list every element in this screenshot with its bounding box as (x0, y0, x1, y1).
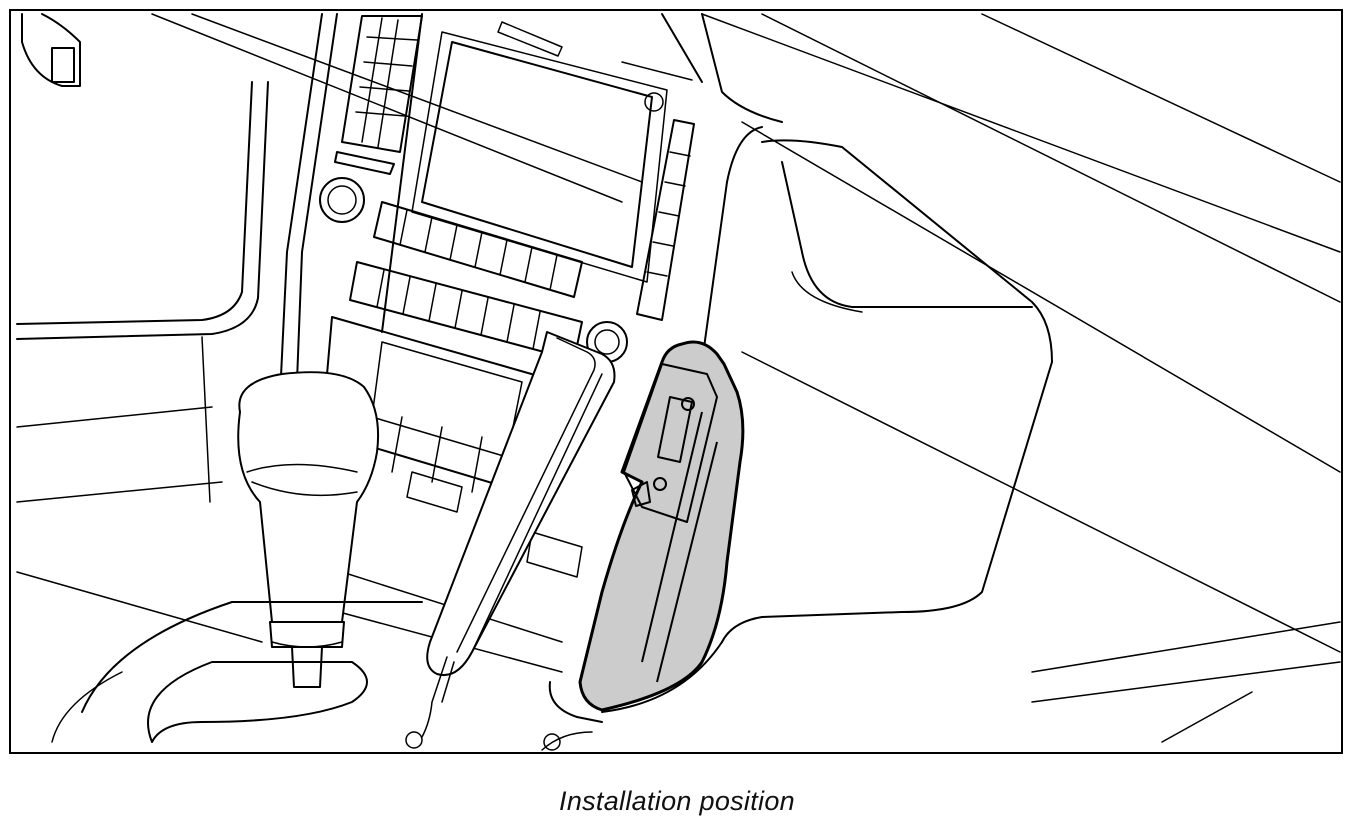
air-vent-upper (334, 15, 423, 175)
left-dash-panel (16, 81, 269, 643)
right-side-cubby (601, 139, 1053, 713)
figure-caption: Installation position (559, 786, 795, 816)
button-row-1 (373, 201, 583, 298)
handset-microphone (405, 331, 616, 749)
console-tray (51, 601, 1341, 743)
handset-mount-base (541, 681, 603, 751)
rotary-knob-left (319, 177, 365, 223)
upper-trim-piece (21, 13, 81, 87)
display-screen (411, 21, 693, 283)
installation-illustration (16, 13, 1341, 751)
right-button-strip (636, 119, 695, 321)
illustration-frame (9, 9, 1343, 754)
gear-shifter (237, 371, 380, 688)
holder-bracket-highlighted (578, 340, 745, 712)
windshield-lines (151, 13, 1341, 653)
